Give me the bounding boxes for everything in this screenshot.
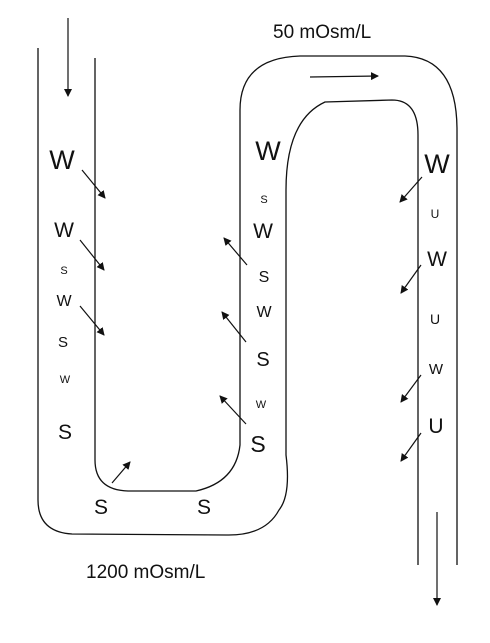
solute-symbol: S bbox=[58, 334, 68, 351]
solute-symbol: S bbox=[94, 496, 108, 519]
flow-arrows bbox=[64, 18, 441, 606]
transport-arrow bbox=[79, 239, 105, 271]
solute-symbol: S bbox=[58, 421, 72, 444]
water-symbol: W bbox=[256, 304, 272, 321]
middle-limb-symbols: W S W S W S W S bbox=[250, 136, 281, 457]
water-symbol: W bbox=[56, 293, 72, 310]
water-symbol: W bbox=[427, 248, 447, 271]
tubule-inner-wall bbox=[94, 55, 458, 565]
water-symbol: W bbox=[54, 219, 74, 242]
transport-arrows bbox=[79, 169, 423, 484]
top-flow-arrow bbox=[309, 72, 379, 81]
water-symbol: W bbox=[256, 399, 267, 411]
transport-arrow bbox=[221, 311, 247, 343]
bottom-bend-symbols: S S bbox=[94, 496, 211, 519]
water-symbol: W bbox=[49, 145, 75, 175]
water-symbol: W bbox=[429, 361, 444, 378]
water-symbol: W bbox=[60, 374, 71, 386]
transport-arrow bbox=[219, 395, 247, 425]
top-concentration-label: 50 mOsm/L bbox=[273, 22, 371, 43]
tubule-outline bbox=[37, 48, 458, 565]
water-symbol: W bbox=[255, 136, 281, 166]
ascending-limb-symbols: W U W U W U bbox=[424, 149, 450, 438]
solute-symbol: S bbox=[260, 194, 267, 206]
solute-symbol: S bbox=[60, 265, 67, 277]
transport-arrow bbox=[400, 432, 422, 462]
transport-arrow bbox=[400, 374, 422, 403]
urea-symbol: U bbox=[428, 415, 443, 438]
solute-symbol: S bbox=[259, 269, 270, 286]
water-symbol: W bbox=[253, 220, 273, 243]
tubule-outer-wall bbox=[37, 48, 419, 565]
transport-arrow bbox=[223, 237, 248, 266]
solute-symbol: S bbox=[250, 431, 265, 457]
urea-symbol: U bbox=[430, 311, 440, 327]
urea-symbol: U bbox=[431, 207, 440, 221]
bottom-concentration-label: 1200 mOsm/L bbox=[86, 562, 205, 583]
transport-arrow bbox=[400, 264, 422, 294]
transport-arrow bbox=[399, 176, 423, 203]
solute-symbol: S bbox=[256, 349, 269, 371]
transport-arrow bbox=[111, 461, 131, 484]
transport-arrow bbox=[81, 169, 106, 199]
water-symbol: W bbox=[424, 149, 450, 179]
solute-symbol: S bbox=[197, 496, 211, 519]
transport-arrow bbox=[79, 305, 105, 336]
descending-limb-symbols: W W S W S W S bbox=[49, 145, 75, 444]
